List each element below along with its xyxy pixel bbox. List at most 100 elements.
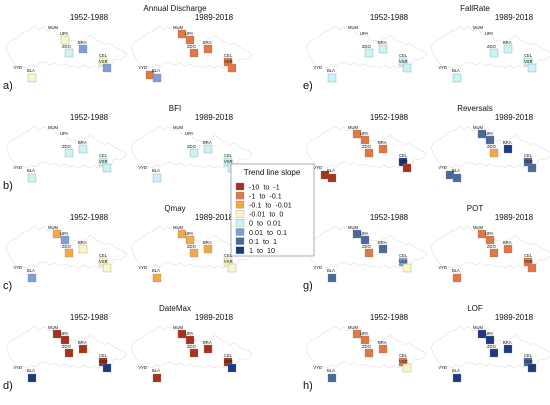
station-label-upa: UPA [185, 231, 194, 236]
station-square-bra [78, 44, 88, 54]
station-label-vyd: VYD [438, 365, 447, 370]
station-label-vsr: VSR [99, 259, 108, 264]
station-label-bra: BRA [503, 240, 512, 245]
station-label-cel: CEL [99, 153, 108, 158]
station-label-vsr: VSR [224, 259, 233, 264]
panel-title: FallRate [460, 4, 490, 13]
panel-d: DateMaxd)1952-1988MUMUPABRAZDOCELVSRVYDB… [3, 304, 253, 392]
period-label: 1952-1988 [370, 13, 409, 22]
station-label-upa: UPA [360, 231, 369, 236]
station-square-bra [203, 44, 213, 54]
station-label-bra: BRA [78, 140, 87, 145]
period-label: 1989-2018 [195, 113, 234, 122]
station-label-vyd: VYD [138, 65, 147, 70]
legend-item-label: -0.01 to 0 [249, 210, 283, 219]
station-label-bra: BRA [378, 340, 387, 345]
panel-letter: g) [303, 280, 313, 292]
station-square-bla [452, 373, 462, 383]
station-square-zdo [364, 148, 374, 158]
station-label-cel: CEL [224, 53, 233, 58]
panel-letter: d) [3, 380, 13, 392]
station-label-cel: CEL [399, 153, 408, 158]
station-label-bla: BLA [27, 268, 35, 273]
station-label-vyd: VYD [13, 265, 22, 270]
station-square-mum [352, 129, 362, 139]
station-label-vyd: VYD [438, 265, 447, 270]
station-label-bla: BLA [327, 68, 335, 73]
country-outline [430, 25, 550, 69]
station-square-bra [378, 244, 388, 254]
station-square-vsr [227, 363, 237, 373]
station-label-vsr: VSR [399, 159, 408, 164]
station-label-bra: BRA [378, 140, 387, 145]
legend-swatch [235, 191, 245, 200]
station-square-bla [27, 173, 37, 183]
panel-letter: c) [3, 280, 12, 292]
station-label-zdo: ZDO [62, 344, 72, 349]
station-square-mum [477, 129, 487, 139]
station-label-bla: BLA [327, 268, 335, 273]
station-label-vyd: VYD [13, 165, 22, 170]
panel-letter: b) [3, 180, 13, 192]
station-label-upa: UPA [485, 231, 494, 236]
station-label-mum: MUM [48, 25, 59, 30]
station-square-bra [503, 144, 513, 154]
station-label-vsr: VSR [524, 359, 533, 364]
station-label-vsr: VSR [99, 159, 108, 164]
panel-title: BFI [169, 104, 181, 113]
station-square-upa [185, 35, 195, 45]
station-square-upa [60, 335, 70, 345]
station-label-mum: MUM [173, 25, 184, 30]
station-square-upa [185, 335, 195, 345]
legend-box [230, 163, 315, 257]
station-label-vyd: VYD [313, 265, 322, 270]
station-label-bra: BRA [503, 40, 512, 45]
station-label-cel: CEL [224, 253, 233, 258]
legend-swatch [235, 210, 245, 218]
station-square-upa [485, 135, 495, 145]
station-square-vsr [527, 263, 537, 273]
station-label-bla: BLA [327, 368, 335, 373]
station-square-bra [378, 144, 388, 154]
period-label: 1989-2018 [495, 113, 534, 122]
period-label: 1952-1988 [370, 113, 409, 122]
station-label-zdo: ZDO [487, 144, 497, 149]
station-label-upa: UPA [485, 131, 494, 136]
station-label-cel: CEL [399, 253, 408, 258]
station-square-upa [485, 335, 495, 345]
station-label-bla: BLA [327, 168, 335, 173]
station-label-upa: UPA [185, 31, 194, 36]
legend-item-label: 0.01 to 0.1 [249, 228, 287, 237]
station-label-vsr: VSR [524, 159, 533, 164]
station-square-zdo [364, 48, 374, 58]
station-square-mum [52, 329, 62, 339]
station-label-upa: UPA [185, 131, 194, 136]
station-label-mum: MUM [473, 325, 484, 330]
legend-swatch [235, 219, 245, 227]
station-label-bla: BLA [452, 268, 460, 273]
panel-title: Annual Discharge [143, 4, 207, 13]
station-label-vyd: VYD [13, 365, 22, 370]
station-label-upa: UPA [485, 331, 494, 336]
legend-item-label: -10 to -1 [249, 182, 280, 191]
station-label-bla: BLA [152, 68, 160, 73]
station-square-zdo [64, 348, 74, 358]
station-label-zdo: ZDO [187, 144, 197, 149]
station-label-bla: BLA [152, 168, 160, 173]
station-label-upa: UPA [485, 31, 494, 36]
station-square-upa [185, 235, 195, 245]
station-square-bla [327, 373, 337, 383]
station-square-vsr [527, 363, 537, 373]
station-square-mum [177, 29, 187, 39]
station-square-bla [327, 73, 337, 83]
station-square-bla [452, 173, 462, 183]
station-label-cel: CEL [524, 253, 533, 258]
station-square-upa [485, 235, 495, 245]
